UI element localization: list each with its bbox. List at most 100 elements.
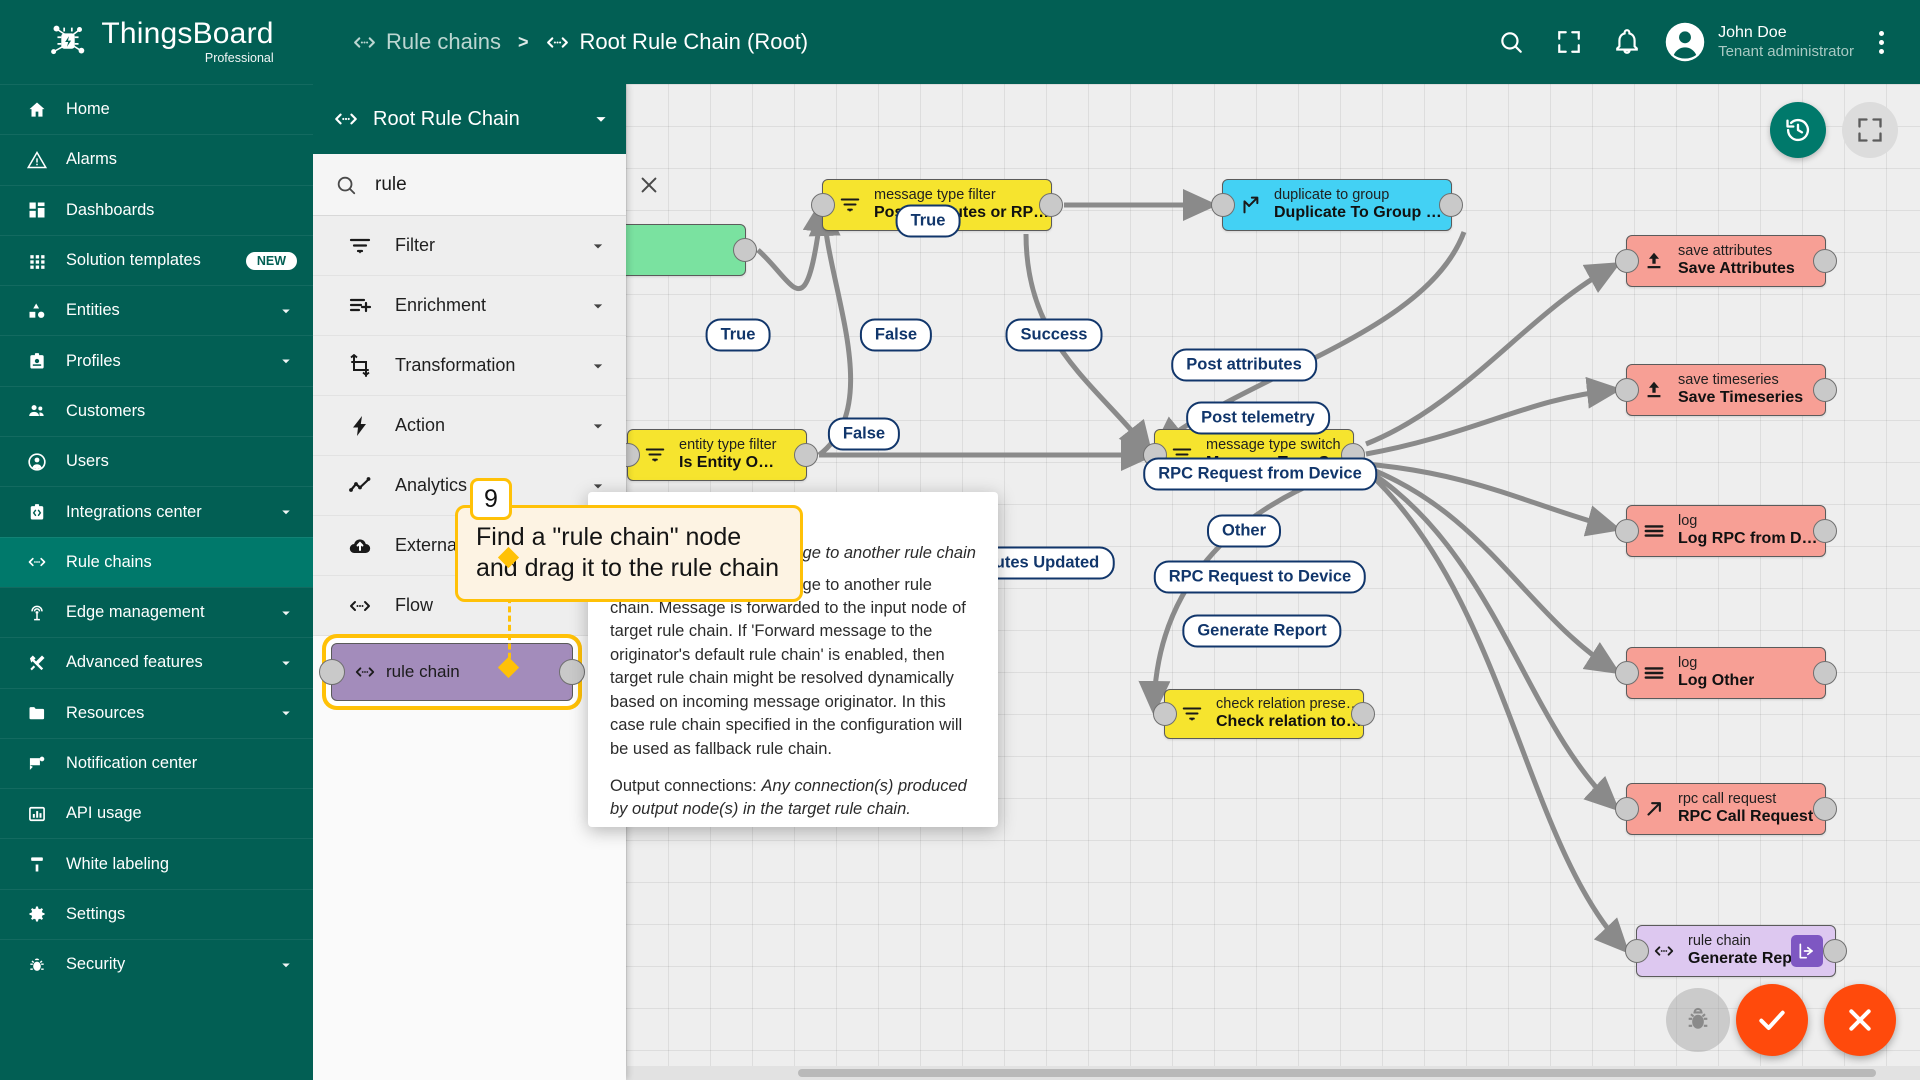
sidebar-item-label: Notification center: [66, 754, 198, 772]
fullscreen-icon[interactable]: [1540, 13, 1598, 71]
sidebar-item-api-usage[interactable]: API usage: [0, 788, 313, 838]
header-actions: John Doe Tenant administrator: [1482, 13, 1920, 71]
chevron-down-icon[interactable]: [277, 704, 295, 722]
node-input-port[interactable]: [1615, 797, 1639, 821]
node-group-filter[interactable]: Filter: [313, 216, 626, 276]
node-input-port[interactable]: [319, 659, 345, 685]
sidebar-item-security[interactable]: Security: [0, 939, 313, 989]
sidebar-item-edge-management[interactable]: Edge management: [0, 586, 313, 637]
sidebar-item-advanced-features[interactable]: Advanced features: [0, 637, 313, 687]
edge-label: Other: [1206, 514, 1282, 548]
node-output-port[interactable]: [733, 238, 757, 262]
chevron-down-icon[interactable]: [588, 416, 608, 436]
node-input-port[interactable]: [1615, 661, 1639, 685]
sidebar-item-alarms[interactable]: Alarms: [0, 134, 313, 184]
cancel-close-icon[interactable]: [1824, 984, 1896, 1056]
edge-label: Success: [1005, 318, 1103, 352]
sidebar-item-home[interactable]: Home: [0, 84, 313, 134]
close-icon[interactable]: [638, 174, 660, 196]
profiles-badge-icon: [26, 350, 48, 372]
node-group-transformation[interactable]: Transformation: [313, 336, 626, 396]
sidebar-item-dashboards[interactable]: Dashboards: [0, 184, 313, 235]
node-output-port[interactable]: [1813, 249, 1837, 273]
chevron-down-icon[interactable]: [277, 503, 295, 521]
bug-shield-icon: [26, 954, 48, 976]
node-output-port[interactable]: [1039, 193, 1063, 217]
horizontal-scrollbar[interactable]: [626, 1066, 1920, 1080]
sidebar-item-label: Security: [66, 955, 126, 974]
open-icon[interactable]: [1791, 935, 1823, 967]
sidebar-item-users[interactable]: Users: [0, 436, 313, 486]
node-output-port[interactable]: [794, 443, 818, 467]
breadcrumb-item-rule-chains[interactable]: Rule chains: [352, 29, 501, 55]
node-input-port[interactable]: [811, 193, 835, 217]
node-output-port[interactable]: [1813, 797, 1837, 821]
node-output-port[interactable]: [1823, 939, 1847, 963]
canvas-node-n-green[interactable]: [626, 224, 757, 276]
node-input-port[interactable]: [1625, 939, 1649, 963]
alarm-warning-icon: [26, 149, 48, 171]
chevron-down-icon[interactable]: [277, 956, 295, 974]
integrations-icon: [26, 501, 48, 523]
chevron-down-icon[interactable]: [277, 302, 295, 320]
node-output-port[interactable]: [1813, 519, 1837, 543]
breadcrumb-item-root-rule-chain[interactable]: Root Rule Chain (Root): [545, 29, 808, 55]
folder-icon: [26, 702, 48, 724]
chevron-down-icon[interactable]: [588, 236, 608, 256]
sidebar-item-integrations-center[interactable]: Integrations center: [0, 486, 313, 536]
more-vert-icon[interactable]: [1860, 16, 1902, 68]
node-output-port[interactable]: [1439, 193, 1463, 217]
node-output-port[interactable]: [559, 659, 585, 685]
search-input[interactable]: [375, 173, 620, 196]
sidebar-item-profiles[interactable]: Profiles: [0, 335, 313, 385]
node-input-port[interactable]: [1211, 193, 1235, 217]
chevron-down-icon[interactable]: [277, 654, 295, 672]
node-output-port[interactable]: [1351, 702, 1375, 726]
sidebar-item-resources[interactable]: Resources: [0, 687, 313, 738]
chevron-down-icon[interactable]: [590, 108, 612, 130]
bell-icon[interactable]: [1598, 13, 1656, 71]
sidebar-item-entities[interactable]: Entities: [0, 285, 313, 335]
apply-check-icon[interactable]: [1736, 984, 1808, 1056]
sidebar-item-white-labeling[interactable]: White labeling: [0, 838, 313, 888]
node-output-port[interactable]: [1813, 661, 1837, 685]
node-input-port[interactable]: [1615, 519, 1639, 543]
fullscreen-icon[interactable]: [1842, 102, 1898, 158]
tools-icon: [26, 652, 48, 674]
node-input-port[interactable]: [1615, 378, 1639, 402]
sidebar-item-label: Integrations center: [66, 502, 202, 521]
chevron-down-icon[interactable]: [277, 604, 295, 622]
node-input-port[interactable]: [1153, 702, 1177, 726]
chevron-down-icon[interactable]: [277, 352, 295, 370]
node-output-port[interactable]: [1813, 378, 1837, 402]
chevron-down-icon[interactable]: [588, 356, 608, 376]
revert-history-icon[interactable]: [1770, 102, 1826, 158]
chevron-down-icon[interactable]: [588, 296, 608, 316]
sidebar-item-customers[interactable]: Customers: [0, 385, 313, 436]
chevron-down-icon[interactable]: [588, 476, 608, 496]
draggable-rule-chain-node[interactable]: rule chain: [319, 643, 585, 701]
sidebar-item-notification-center[interactable]: Notification center: [0, 737, 313, 788]
sidebar-item-label: Entities: [66, 301, 120, 320]
debug-bug-icon[interactable]: [1666, 988, 1730, 1052]
node-group-action[interactable]: Action: [313, 396, 626, 456]
sidebar-item-rule-chains[interactable]: Rule chains: [0, 536, 313, 587]
sidebar-item-settings[interactable]: Settings: [0, 888, 313, 939]
node-input-port[interactable]: [626, 443, 640, 467]
node-input-port[interactable]: [1615, 249, 1639, 273]
node-group-enrichment[interactable]: Enrichment: [313, 276, 626, 336]
search-icon[interactable]: [1482, 13, 1540, 71]
node-panel-header[interactable]: Root Rule Chain: [313, 84, 626, 154]
sidebar-item-label: Edge management: [66, 603, 205, 622]
user-menu[interactable]: John Doe Tenant administrator: [1664, 21, 1854, 63]
